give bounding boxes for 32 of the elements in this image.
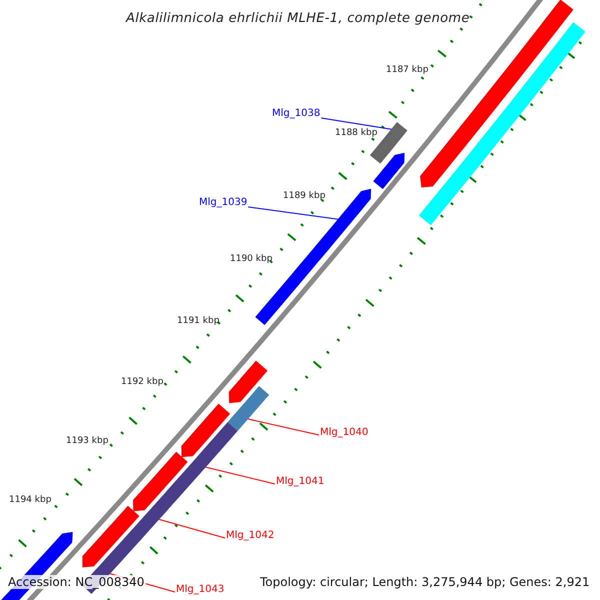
gene-feature bbox=[0, 532, 73, 600]
gene-feature bbox=[227, 386, 270, 432]
gene-feature bbox=[181, 404, 230, 458]
gene-feature bbox=[180, 422, 238, 486]
gene-label: Mlg_1042 bbox=[226, 530, 274, 541]
scale-label: 1187 kbp bbox=[386, 64, 428, 77]
leader-line bbox=[247, 418, 320, 436]
scale-label: 1194 kbp bbox=[9, 494, 52, 507]
gene-label: Mlg_1038 bbox=[272, 108, 320, 119]
leader-line bbox=[320, 118, 392, 130]
scale-label: 1191 kbp bbox=[177, 315, 220, 328]
gene-label: Mlg_1043 bbox=[176, 584, 224, 595]
info-text: Accession: NC_008340 bbox=[6, 575, 146, 589]
gene-feature bbox=[133, 452, 188, 512]
gene-feature bbox=[228, 360, 268, 404]
scale-label: 1193 kbp bbox=[66, 435, 108, 448]
leader-line bbox=[205, 466, 276, 484]
gene-feature bbox=[130, 476, 190, 540]
scale-label: 1190 kbp bbox=[230, 253, 272, 266]
scale-label: 1189 kbp bbox=[283, 190, 326, 203]
info-text: Topology: circular; Length: 3,275,944 bp; Genes: 2,921 bbox=[258, 575, 592, 589]
gene-label: Mlg_1039 bbox=[199, 197, 248, 208]
leader-line bbox=[248, 206, 339, 220]
title: Alkalilimnicola ehrlichii MLHE-1, complete genome bbox=[126, 10, 470, 28]
gene-feature bbox=[255, 188, 372, 326]
scale-label: 1188 kbp bbox=[335, 127, 378, 140]
gene-label: Mlg_1041 bbox=[276, 476, 324, 487]
gene-label: Mlg_1040 bbox=[320, 427, 368, 438]
leader-line bbox=[158, 518, 226, 538]
gene-feature bbox=[373, 152, 405, 190]
scale-label: 1192 kbp bbox=[121, 376, 164, 389]
gene-feature bbox=[82, 506, 140, 568]
